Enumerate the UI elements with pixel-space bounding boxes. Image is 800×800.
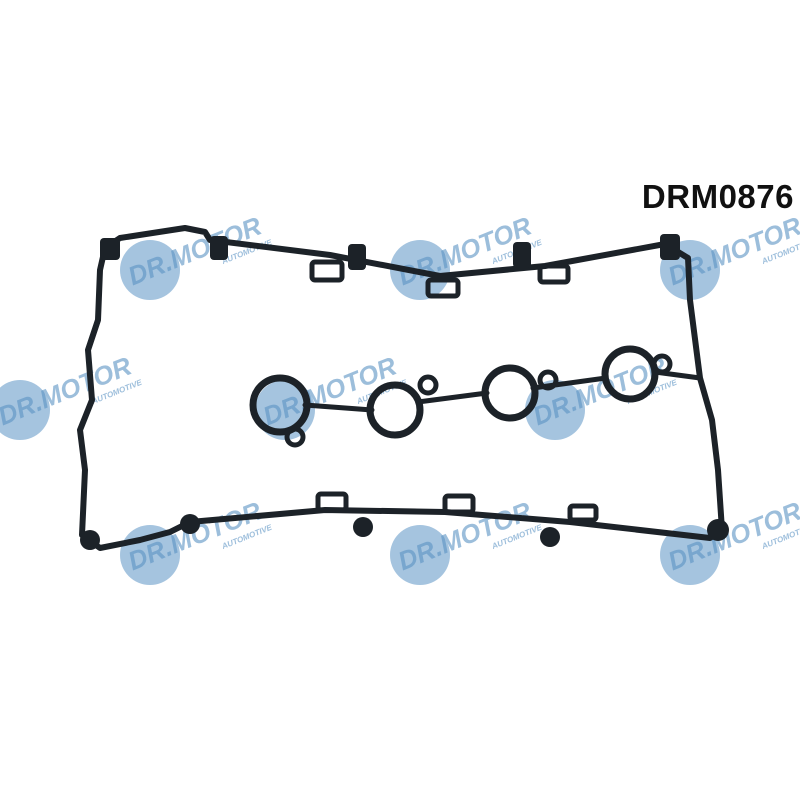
- part-number-label: DRM0876: [641, 178, 794, 215]
